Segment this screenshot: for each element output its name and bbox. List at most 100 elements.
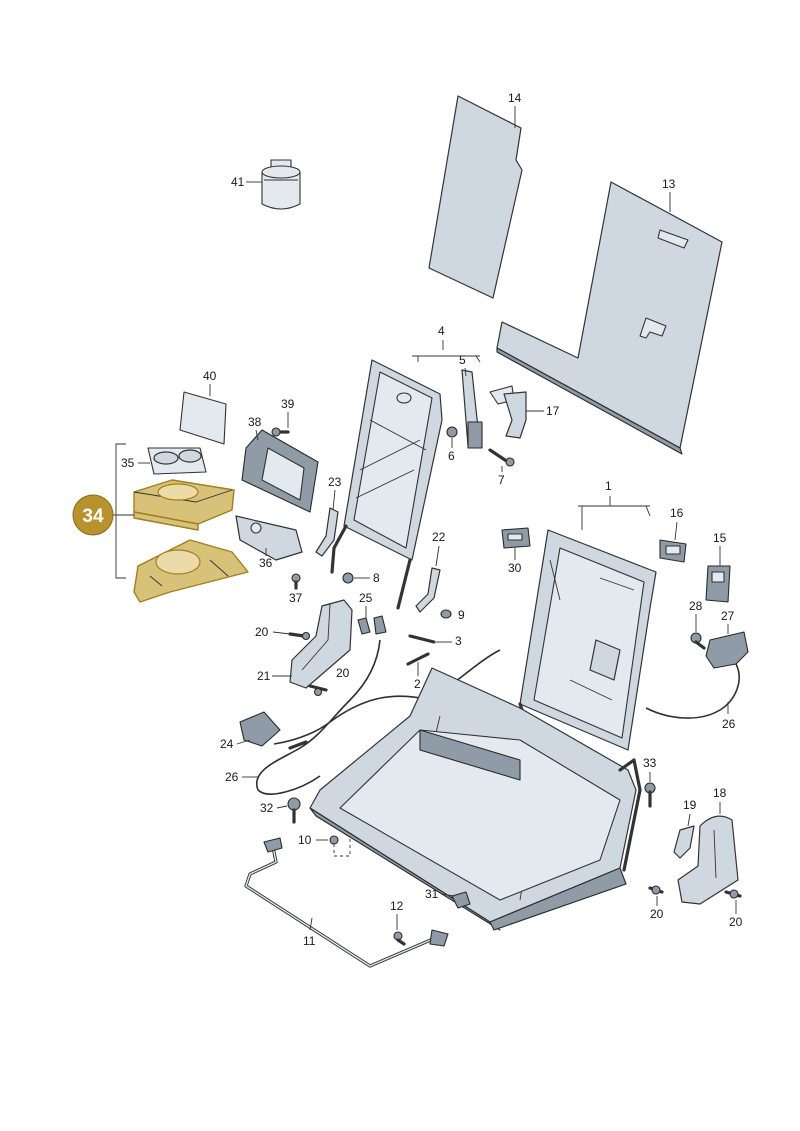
- callout-18[interactable]: 18: [713, 786, 727, 800]
- callout-4[interactable]: 4: [438, 324, 445, 338]
- callout-8[interactable]: 8: [373, 571, 380, 585]
- callout-15[interactable]: 15: [713, 531, 727, 545]
- part-37-screw[interactable]: [291, 573, 301, 590]
- part-28-screw[interactable]: [690, 632, 706, 650]
- part-40-pad[interactable]: [179, 391, 227, 445]
- callout-22[interactable]: 22: [432, 530, 446, 544]
- part-34-armrest-assembly[interactable]: [133, 479, 249, 603]
- part-20-screw-d[interactable]: [724, 889, 742, 899]
- callout-34[interactable]: 34: [82, 506, 104, 527]
- part-5-latch[interactable]: [461, 369, 483, 449]
- callout-30[interactable]: 30: [508, 561, 522, 575]
- part-15-switch[interactable]: [705, 565, 731, 603]
- part-14-rear-panel[interactable]: [428, 95, 523, 299]
- part-35-cup-holder[interactable]: [147, 447, 207, 475]
- callout-1[interactable]: 1: [605, 479, 612, 493]
- part-41-container[interactable]: [261, 159, 301, 210]
- callout-20c[interactable]: 20: [650, 907, 664, 921]
- callout-10[interactable]: 10: [298, 833, 312, 847]
- callout-31[interactable]: 31: [425, 887, 439, 901]
- part-26-cable-left[interactable]: [255, 639, 501, 795]
- part-7-bolt[interactable]: [488, 448, 515, 467]
- callout-23[interactable]: 23: [328, 475, 342, 489]
- part-2-pin[interactable]: [406, 652, 430, 666]
- callout-40[interactable]: 40: [203, 369, 217, 383]
- leader-38: [255, 429, 259, 441]
- callout-20b[interactable]: 20: [336, 666, 350, 680]
- part-20-screw-a[interactable]: [288, 631, 311, 641]
- callout-20d[interactable]: 20: [729, 915, 743, 929]
- part-20-screw-b[interactable]: [308, 684, 328, 697]
- callout-37[interactable]: 37: [289, 591, 303, 605]
- badge-circle-34: [72, 494, 114, 536]
- part-22-trim[interactable]: [415, 567, 441, 613]
- part-17-striker[interactable]: [489, 385, 527, 439]
- callout-16[interactable]: 16: [670, 506, 684, 520]
- callout-25[interactable]: 25: [359, 591, 373, 605]
- part-8-nut[interactable]: [342, 572, 354, 584]
- part-18-side-trim[interactable]: [677, 815, 739, 905]
- part-6-nut[interactable]: [446, 426, 458, 438]
- callout-36[interactable]: 36: [259, 556, 273, 570]
- part-38-bracket[interactable]: [241, 429, 319, 513]
- part-10-screw[interactable]: [329, 835, 339, 845]
- callout-badge-34[interactable]: 34: [72, 494, 114, 536]
- callout-26b[interactable]: 26: [722, 717, 736, 731]
- callout-14[interactable]: 14: [508, 91, 522, 105]
- callout-38[interactable]: 38: [248, 415, 262, 429]
- callout-7[interactable]: 7: [498, 473, 505, 487]
- callout-39[interactable]: 39: [281, 397, 295, 411]
- callout-11[interactable]: 11: [303, 934, 316, 948]
- part-27-release-handle[interactable]: [705, 631, 749, 669]
- part-31-clip[interactable]: [451, 891, 471, 909]
- callout-20a[interactable]: 20: [255, 625, 269, 639]
- part-32-screw[interactable]: [287, 797, 301, 824]
- callout-26a[interactable]: 26: [225, 770, 239, 784]
- leader-16: [674, 521, 678, 541]
- part-1-seat-frame[interactable]: [309, 529, 657, 931]
- part-19-cap[interactable]: [673, 825, 695, 859]
- callout-27[interactable]: 27: [721, 609, 735, 623]
- part-21-side-trim[interactable]: [289, 599, 353, 689]
- callout-28[interactable]: 28: [689, 599, 703, 613]
- callout-17[interactable]: 17: [546, 404, 560, 418]
- part-20-screw-c[interactable]: [648, 885, 664, 895]
- callout-9[interactable]: 9: [458, 608, 465, 622]
- leader-31: [440, 893, 455, 897]
- part-30-switch[interactable]: [501, 527, 531, 549]
- leader-23: [332, 489, 336, 511]
- part-12-screw[interactable]: [393, 931, 406, 946]
- part-36-hinge[interactable]: [235, 515, 303, 561]
- callout-6[interactable]: 6: [448, 449, 455, 463]
- callout-33[interactable]: 33: [643, 756, 657, 770]
- part-25-clip[interactable]: [357, 615, 387, 635]
- callout-3[interactable]: 3: [455, 634, 462, 648]
- part-23-trim[interactable]: [315, 507, 339, 557]
- bracket-34: [115, 443, 126, 579]
- callout-32[interactable]: 32: [260, 801, 274, 815]
- callout-35[interactable]: 35: [121, 456, 135, 470]
- callout-41[interactable]: 41: [231, 175, 245, 189]
- part-13-backrest-panel[interactable]: [496, 181, 723, 455]
- callout-21[interactable]: 21: [257, 669, 271, 683]
- part-33-screw[interactable]: [644, 782, 656, 808]
- callout-5[interactable]: 5: [459, 353, 466, 367]
- callout-19[interactable]: 19: [683, 798, 697, 812]
- leader-4: [412, 340, 481, 363]
- part-9-washer[interactable]: [440, 609, 452, 619]
- callout-24[interactable]: 24: [220, 737, 234, 751]
- part-24-bracket[interactable]: [239, 711, 281, 747]
- part-39-screw[interactable]: [271, 427, 290, 437]
- callout-2[interactable]: 2: [414, 677, 421, 691]
- leader-20a: [272, 631, 291, 635]
- leader-24: [236, 739, 251, 745]
- part-11-rod[interactable]: [244, 837, 449, 968]
- leader-32: [276, 805, 288, 809]
- part-26-cable-right[interactable]: [645, 663, 740, 719]
- part-4-backrest-frame[interactable]: [330, 359, 443, 610]
- callout-12[interactable]: 12: [390, 899, 404, 913]
- part-16-switch[interactable]: [659, 539, 687, 563]
- callout-13[interactable]: 13: [662, 177, 676, 191]
- part-3-pin[interactable]: [408, 634, 436, 644]
